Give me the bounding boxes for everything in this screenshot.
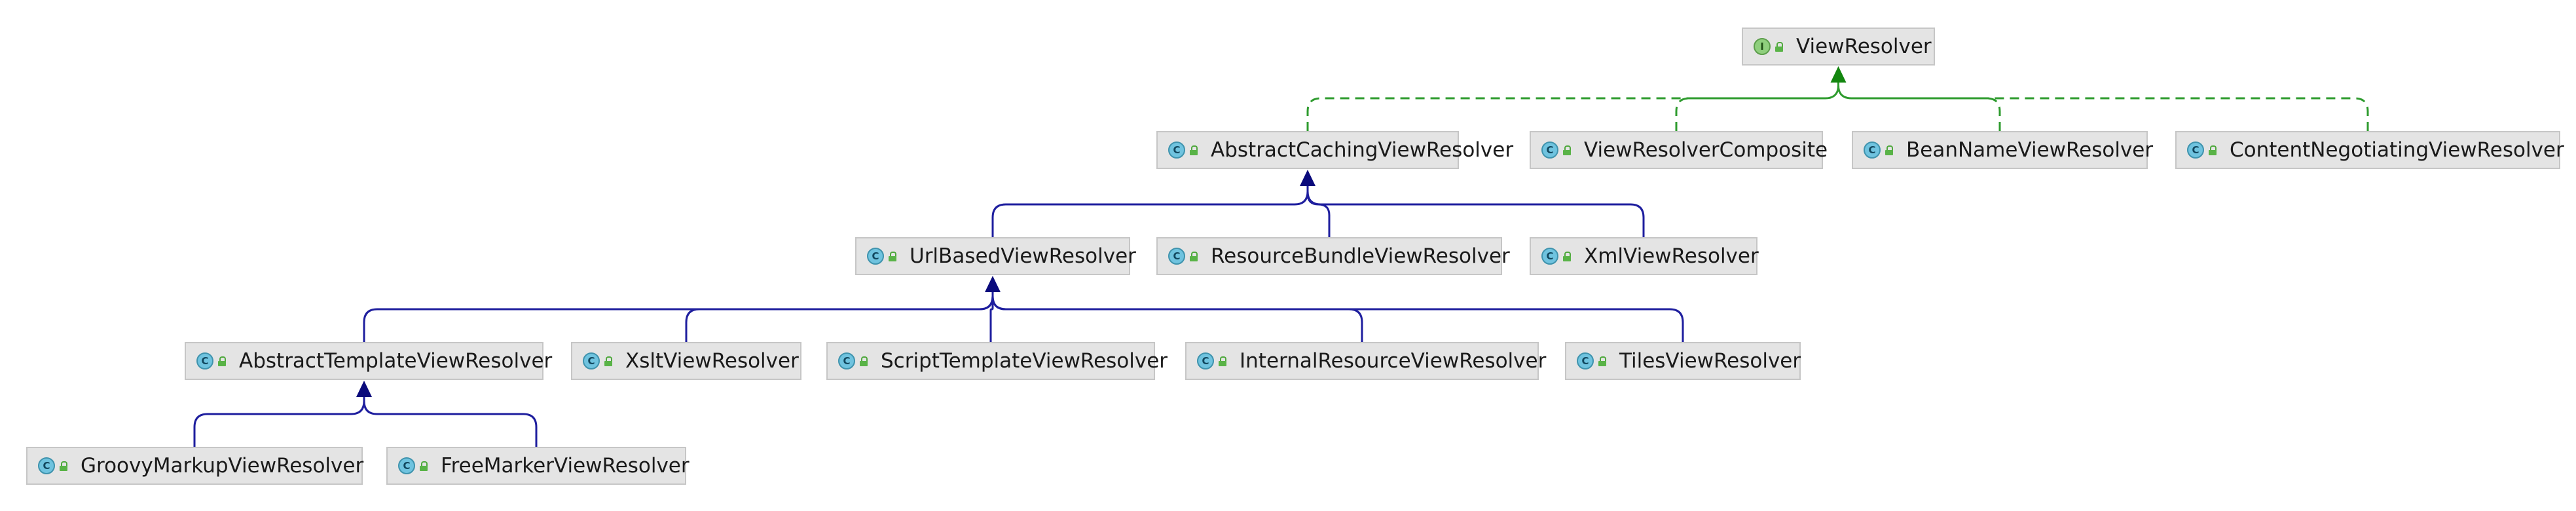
class-icon: C — [1577, 352, 1594, 369]
extends-edge-xslt-view-resolver — [685, 290, 994, 342]
class-node-tiles-view-resolver[interactable]: C TilesViewResolver — [1565, 342, 1801, 380]
public-access-icon — [860, 356, 868, 366]
class-node-xml-view-resolver[interactable]: C XmlViewResolver — [1530, 237, 1759, 275]
public-access-icon — [218, 356, 226, 366]
class-icon: C — [398, 457, 415, 474]
public-access-icon — [1190, 145, 1198, 155]
class-node-free-marker-view-resolver[interactable]: C FreeMarkerViewResolver — [386, 447, 690, 485]
class-icon: C — [1541, 248, 1558, 265]
class-node-xslt-view-resolver[interactable]: C XsltViewResolver — [571, 342, 801, 380]
class-node-view-resolver-composite[interactable]: C ViewResolverComposite — [1530, 131, 1828, 169]
class-node-groovy-markup-view-resolver[interactable]: C GroovyMarkupViewResolver — [26, 447, 363, 485]
arrowhead-abstract-template-view-resolver — [356, 381, 372, 397]
implements-edge-content-negotiating-view-resolver — [1837, 80, 2369, 131]
class-node-label: UrlBasedViewResolver — [910, 244, 1136, 268]
public-access-icon — [1598, 356, 1606, 366]
class-node-resource-bundle-view-resolver[interactable]: C ResourceBundleViewResolver — [1156, 237, 1510, 275]
class-node-view-resolver[interactable]: I ViewResolver — [1742, 28, 1935, 66]
extends-edge-script-template-view-resolver — [989, 290, 994, 342]
class-node-script-template-view-resolver[interactable]: C ScriptTemplateViewResolver — [826, 342, 1168, 380]
extends-edge-url-based-view-resolver — [991, 183, 1309, 237]
class-icon: C — [867, 248, 884, 265]
class-icon: C — [1864, 142, 1881, 159]
class-icon: C — [838, 352, 855, 369]
class-node-label: AbstractCachingViewResolver — [1211, 138, 1514, 162]
interface-icon: I — [1754, 38, 1771, 55]
class-node-label: FreeMarkerViewResolver — [441, 454, 690, 478]
public-access-icon — [604, 356, 612, 366]
class-icon: C — [583, 352, 600, 369]
implements-edge-abstract-caching-view-resolver — [1306, 80, 1839, 131]
class-icon: C — [2187, 142, 2204, 159]
public-access-icon — [1219, 356, 1226, 366]
class-node-abstract-caching-view-resolver[interactable]: C AbstractCachingViewResolver — [1156, 131, 1513, 169]
class-node-label: GroovyMarkupViewResolver — [81, 454, 364, 478]
class-node-label: ScriptTemplateViewResolver — [881, 349, 1168, 373]
public-access-icon — [420, 461, 428, 471]
class-icon: C — [1541, 142, 1558, 159]
class-node-bean-name-view-resolver[interactable]: C BeanNameViewResolver — [1852, 131, 2153, 169]
public-access-icon — [889, 251, 896, 261]
arrowhead-view-resolver — [1830, 66, 1847, 83]
class-node-content-negotiating-view-resolver[interactable]: C ContentNegotiatingViewResolver — [2175, 131, 2564, 169]
implements-edge-view-resolver-composite — [1675, 80, 1839, 131]
class-node-label: XmlViewResolver — [1584, 244, 1759, 268]
public-access-icon — [1885, 145, 1893, 155]
extends-edge-abstract-template-view-resolver — [363, 290, 994, 342]
public-access-icon — [1190, 251, 1198, 261]
class-node-label: XsltViewResolver — [625, 349, 799, 373]
extends-edge-xml-view-resolver — [1306, 183, 1645, 237]
arrowhead-abstract-caching-view-resolver — [1300, 170, 1316, 186]
class-node-abstract-template-view-resolver[interactable]: C AbstractTemplateViewResolver — [185, 342, 552, 380]
class-node-label: ContentNegotiatingViewResolver — [2230, 138, 2564, 162]
class-node-label: InternalResourceViewResolver — [1240, 349, 1547, 373]
class-icon: C — [196, 352, 213, 369]
extends-edge-groovy-markup-view-resolver — [193, 394, 365, 447]
class-node-label: TilesViewResolver — [1619, 349, 1801, 373]
class-icon: C — [1197, 352, 1214, 369]
public-access-icon — [1775, 41, 1783, 52]
class-node-label: ViewResolverComposite — [1584, 138, 1828, 162]
public-access-icon — [60, 461, 67, 471]
class-node-label: ViewResolver — [1796, 35, 1932, 58]
extends-edge-resource-bundle-view-resolver — [1306, 183, 1331, 237]
extends-edge-internal-resource-view-resolver — [991, 290, 1363, 342]
arrowhead-url-based-view-resolver — [985, 276, 1001, 292]
class-icon: C — [38, 457, 55, 474]
class-node-internal-resource-view-resolver[interactable]: C InternalResourceViewResolver — [1185, 342, 1546, 380]
public-access-icon — [1563, 145, 1571, 155]
class-node-label: BeanNameViewResolver — [1906, 138, 2154, 162]
class-node-label: AbstractTemplateViewResolver — [239, 349, 553, 373]
extends-edge-free-marker-view-resolver — [363, 394, 538, 447]
class-node-label: ResourceBundleViewResolver — [1211, 244, 1510, 268]
class-node-url-based-view-resolver[interactable]: C UrlBasedViewResolver — [855, 237, 1136, 275]
class-icon: C — [1168, 248, 1185, 265]
class-icon: C — [1168, 142, 1185, 159]
public-access-icon — [1563, 251, 1571, 261]
implements-edge-bean-name-view-resolver — [1837, 80, 2001, 131]
extends-edge-tiles-view-resolver — [991, 290, 1684, 342]
public-access-icon — [2209, 145, 2217, 155]
